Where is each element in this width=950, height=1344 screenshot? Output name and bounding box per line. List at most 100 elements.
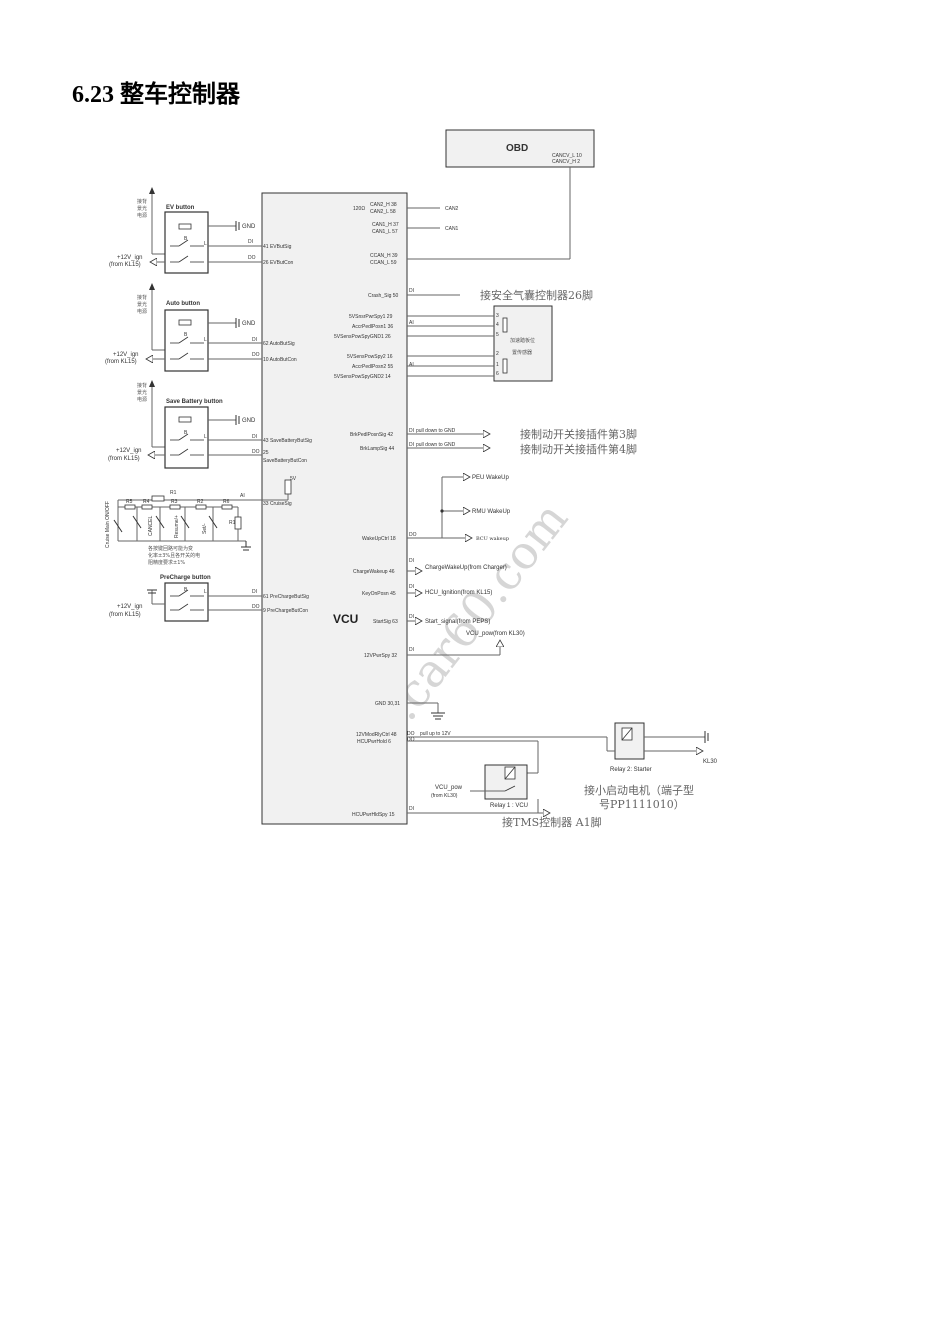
obd-label: OBD [506, 143, 528, 154]
airbag-annotation: 接安全气囊控制器26脚 [480, 288, 593, 302]
svg-text:Resume/+: Resume/+ [174, 515, 180, 538]
save-con-pin: SaveBatteryButCon [263, 458, 307, 464]
svg-text:DI: DI [409, 614, 414, 620]
svg-text:L: L [204, 241, 207, 247]
brake-group: BrkPedlPosnSig 42 DI pull down to GND 接制… [350, 427, 637, 456]
svg-text:(from KL15): (from KL15) [105, 359, 137, 365]
svg-text:R6: R6 [223, 499, 230, 505]
brk-posn-pin: BrkPedlPosnSig 42 [350, 432, 393, 438]
rmu-wakeup: RMU WakeUp [472, 509, 511, 515]
svg-text:DO: DO [248, 255, 256, 261]
auto-button-label: Auto button [166, 301, 200, 307]
save-sig-pin: 43 SaveBatteryButSig [263, 438, 312, 444]
auto-con-pin: 10 AutoButCon [263, 357, 297, 363]
svg-text:DI: DI [252, 589, 257, 595]
pwr1-pin: 5VSnsrPwrSpy1 29 [349, 314, 393, 320]
ccan-h-pin: CCAN_H 39 [370, 253, 398, 259]
svg-text:3: 3 [496, 313, 499, 319]
precharge-button-label: PreCharge button [160, 575, 211, 581]
svg-text:DO: DO [252, 449, 260, 455]
svg-text:加速踏板位: 加速踏板位 [510, 337, 535, 344]
hcu-ignition: HCU_Ignition(from KL15) [425, 590, 492, 596]
svg-text:DI: DI [409, 428, 414, 434]
svg-text:接背: 接背 [137, 198, 147, 205]
svg-text:DI: DI [409, 584, 414, 590]
auto-sig-pin: 62 AutoButSig [263, 341, 295, 347]
svg-text:R2: R2 [197, 499, 204, 505]
svg-text:置传感器: 置传感器 [512, 349, 532, 356]
from-kl30-label: (from KL30) [431, 793, 458, 799]
svg-text:DI: DI [409, 647, 414, 653]
vcu-pow-kl30: VCU_pow(from KL30) [466, 631, 525, 637]
svg-text:5V: 5V [290, 476, 297, 482]
svg-text:接背: 接背 [137, 294, 147, 301]
svg-text:景光: 景光 [137, 301, 147, 308]
save-battery-button-box [164, 406, 209, 469]
svg-text:(from KL15): (from KL15) [109, 612, 141, 618]
svg-text:(from KL15): (from KL15) [108, 456, 140, 462]
svg-text:pull down to GND: pull down to GND [416, 442, 456, 448]
ccan-l-pin: CCAN_L 59 [370, 260, 397, 266]
obd-box [445, 129, 595, 168]
motor-annotation-2: 号PP1111010） [599, 798, 685, 811]
can2-l-pin: CAN2_L 58 [370, 209, 396, 215]
pwr-spy-pin: 12VPwrSpy 32 [364, 653, 397, 659]
svg-text:R4: R4 [143, 499, 150, 505]
pre-con-pin: 9 PreChargeButCon [263, 608, 308, 614]
signals-group: ChargeWakeup 46 ChargeWakeUp(from Charge… [353, 558, 525, 659]
svg-text:AI: AI [409, 320, 414, 326]
button-switch-symbols [170, 239, 204, 611]
ev-button-box [164, 211, 209, 274]
charge-wake-from: ChargeWakeUp(from Charger) [425, 565, 507, 571]
svg-text:+12V_ign: +12V_ign [113, 352, 139, 358]
svg-text:化率±3%且各开关的电: 化率±3%且各开关的电 [148, 552, 200, 559]
save-con-num: 25 [263, 450, 269, 456]
svg-text:CAN2: CAN2 [445, 206, 459, 212]
svg-text:DI: DI [252, 337, 257, 343]
svg-text:电源: 电源 [137, 212, 147, 219]
svg-text:B: B [184, 587, 188, 593]
svg-text:DI: DI [409, 806, 414, 812]
mod-rly-pin: 12VModRlyCtrl 48 [356, 732, 397, 738]
ground-group: GND 30,31 [375, 701, 445, 720]
svg-text:AI: AI [409, 362, 414, 368]
pre-sig-pin: 61 PreChargeButSig [263, 594, 309, 600]
accr2-pin: AccrPedlPosn2 55 [352, 364, 393, 370]
svg-text:DI: DI [252, 434, 257, 440]
svg-text:GND: GND [242, 321, 256, 327]
charge-wake-pin: ChargeWakeup 46 [353, 569, 395, 575]
svg-text:R5: R5 [126, 499, 133, 505]
svg-text:接背: 接背 [137, 382, 147, 389]
svg-text:1: 1 [496, 362, 499, 368]
can-bus-group: 120Ω CAN2_H 38 CAN2_L 58 CAN2 CAN1_H 37 … [353, 167, 571, 266]
svg-text:DO: DO [407, 737, 415, 743]
brk-lamp-pin: BrkLampSig 44 [360, 446, 394, 452]
gnd-pin: GND 30,31 [375, 701, 400, 707]
svg-text:120Ω: 120Ω [353, 206, 365, 212]
svg-text:GND: GND [242, 224, 256, 230]
svg-text:CAN1: CAN1 [445, 226, 459, 232]
save-battery-button-label: Save Battery button [166, 399, 223, 405]
wakeup-group: WakeUpCtrl 18 DO PEU WakeUp RMU WakeUp B… [362, 475, 511, 542]
svg-text:B: B [184, 332, 188, 338]
cruise-sig-pin: 33 CruiseSig [263, 501, 292, 507]
svg-text:+12V_ign: +12V_ign [117, 604, 143, 610]
cruise-switch-ladder: AI 33 CruiseSig 5V R1 R5 R4 R3 R2 R6 R1 [105, 476, 297, 566]
pwr-hld-spy-pin: HCUPwrHldSpy 15 [352, 812, 395, 818]
svg-text:(from KL15): (from KL15) [109, 262, 141, 268]
vcu-box [261, 192, 408, 825]
ev-button-group: 接背 景光 电源 EV button GND B L DI 41 EVButSi… [109, 187, 294, 274]
svg-text:+12V_ign: +12V_ign [116, 448, 142, 454]
precharge-button-box [164, 582, 209, 622]
svg-text:pull down to GND: pull down to GND [416, 428, 456, 434]
precharge-button-group: PreCharge button B L DI 61 PreChargeButS… [109, 575, 309, 622]
save-battery-button-group: 接背 景光 电源 Save Battery button GND B L DI … [108, 380, 312, 469]
svg-text:阻精度要求±1%: 阻精度要求±1% [148, 559, 185, 566]
brake4-annotation: 接制动开关接插件第4脚 [520, 442, 637, 456]
accr1-pin: AccrPedlPosn1 36 [352, 324, 393, 330]
can1-h-pin: CAN1_H 37 [372, 222, 399, 228]
svg-text:R1: R1 [170, 490, 177, 496]
svg-text:L: L [204, 589, 207, 595]
relay2-label: Relay 2: Starter [610, 767, 652, 773]
